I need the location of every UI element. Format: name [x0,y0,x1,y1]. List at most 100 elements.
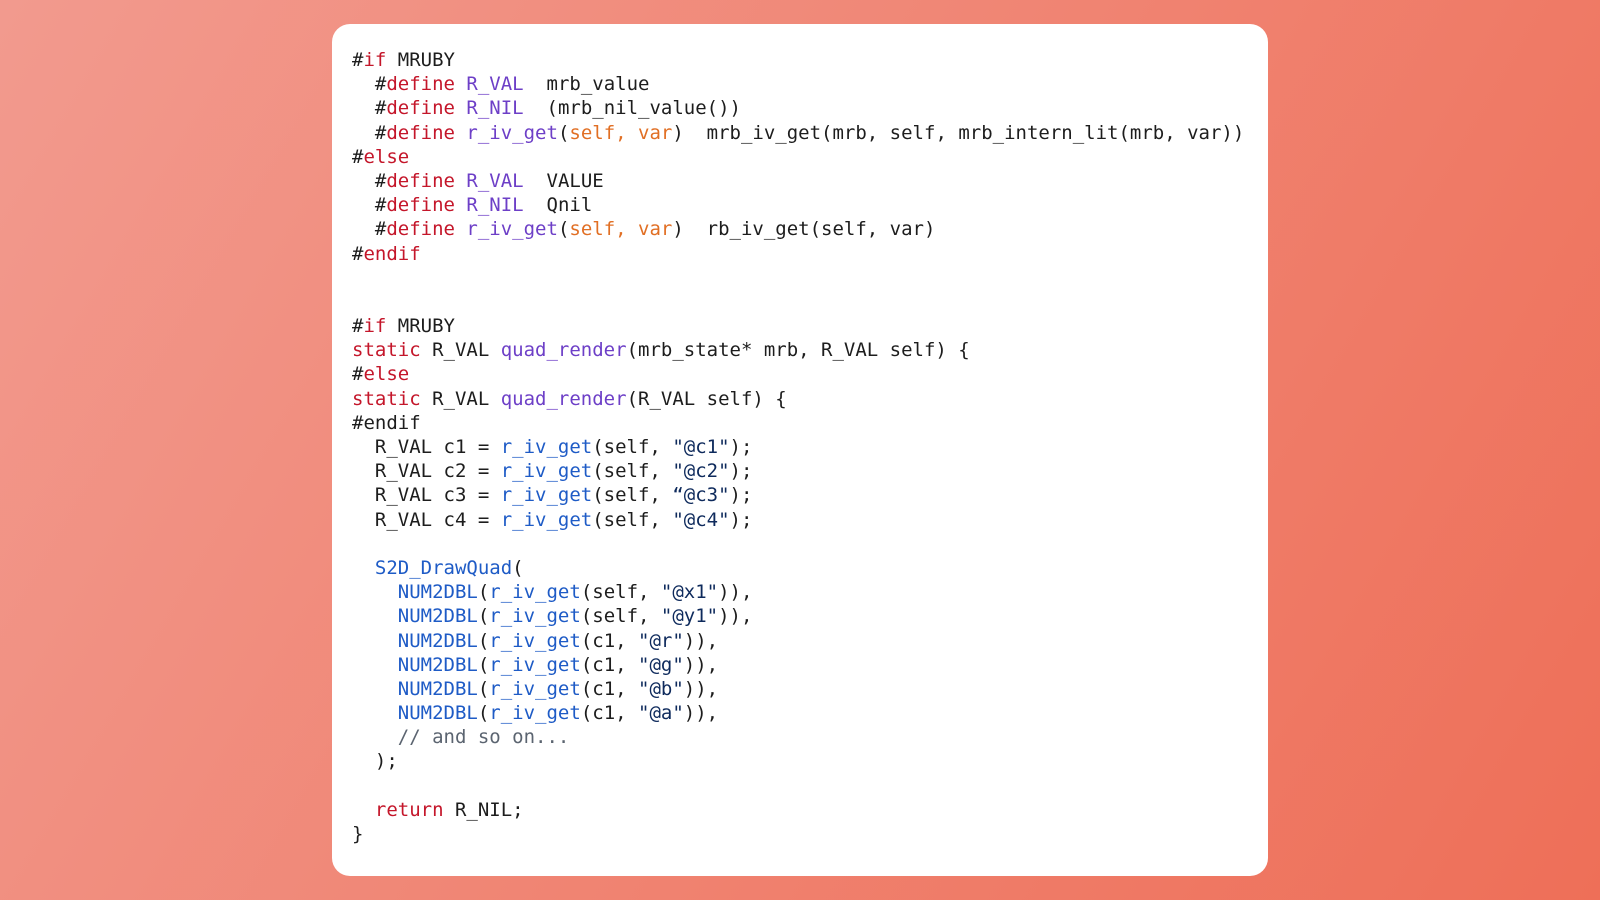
code-token-plain: Qnil [523,194,593,217]
code-token-func: NUM2DBL [397,605,478,628]
code-line: ); [352,749,1268,773]
code-token-keyword: define [386,73,455,96]
code-token-plain: # [352,218,387,241]
code-token-plain: (self, [592,508,673,531]
code-token-plain: )), [683,702,719,725]
code-token-plain: # [352,363,364,386]
code-token-plain [352,605,398,627]
code-token-keyword: if [363,49,387,71]
code-card: #if MRUBY #define R_VAL mrb_value #defin… [332,24,1268,876]
code-token-keyword: define [386,97,455,120]
code-line: // and so on... [352,725,1268,749]
code-token-plain: #endif [352,411,421,434]
code-token-string: "@r" [638,629,684,652]
code-token-macro: r_iv_get [466,121,558,144]
code-token-plain: )), [718,605,753,628]
code-line: S2D_DrawQuad( [352,556,1268,580]
code-token-plain: (mrb_state* mrb, R_VAL self) { [626,339,970,362]
code-token-keyword: endif [363,242,421,265]
code-token-macro: quad_render [500,387,627,410]
code-token-plain: ); [729,508,753,531]
code-token-plain: # [352,315,364,338]
code-line: #define R_NIL Qnil [352,193,1268,217]
code-token-plain: )), [683,653,719,676]
code-token-plain: )), [718,581,753,604]
code-line: NUM2DBL(r_iv_get(self, "@x1")), [352,580,1268,604]
code-line: R_VAL c2 = r_iv_get(self, "@c2"); [352,459,1268,483]
code-token-plain [455,170,466,192]
code-line: NUM2DBL(r_iv_get(self, "@y1")), [352,604,1268,628]
code-token-macro: R_NIL [466,194,524,217]
code-token-plain [352,654,398,676]
code-line: #define R_VAL mrb_value [352,72,1268,96]
code-line: #define R_NIL (mrb_nil_value()) [352,96,1268,120]
code-token-plain [455,218,466,240]
code-line: R_VAL c1 = r_iv_get(self, "@c1"); [352,435,1268,459]
code-token-plain: ( [477,677,490,700]
code-token-keyword: define [386,169,455,192]
code-token-plain: R_VAL c2 = [352,460,501,483]
code-token-plain: # [352,49,364,71]
code-token-func: NUM2DBL [397,653,478,676]
code-line: R_VAL c3 = r_iv_get(self, “@c3"); [352,483,1268,507]
code-token-keyword: define [386,218,455,241]
code-token-string: "@a" [638,702,684,725]
code-token-keyword: return [374,798,444,821]
code-token-func: r_iv_get [489,653,581,676]
code-line: #define r_iv_get(self, var) mrb_iv_get(m… [352,121,1268,145]
code-token-plain: R_VAL c4 = [352,508,501,531]
code-token-keyword: else [363,363,410,386]
code-token-plain [352,799,375,821]
code-token-string: "@x1" [660,581,719,604]
code-token-plain [352,581,398,603]
code-line: NUM2DBL(r_iv_get(c1, "@r")), [352,629,1268,653]
code-line: #if MRUBY [352,314,1268,338]
code-token-plain: (R_VAL self) { [626,387,787,410]
code-token-macro: r_iv_get [466,218,558,241]
code-token-plain: ); [729,436,753,458]
code-token-string: "@c2" [672,460,730,483]
code-line: NUM2DBL(r_iv_get(c1, "@a")), [352,701,1268,725]
code-token-plain: ( [557,121,570,144]
code-token-plain: (self, [580,581,661,604]
code-token-string: "@b" [638,677,684,700]
code-token-plain: VALUE [523,169,604,192]
code-token-comment: // and so on... [352,726,570,749]
code-token-plain: (c1, [580,702,639,725]
code-token-func: NUM2DBL [397,702,478,725]
code-line: return R_NIL; [352,798,1268,822]
code-line: } [352,822,1268,846]
code-token-func: r_iv_get [489,581,581,604]
code-token-macro: R_NIL [466,97,524,120]
code-block: #if MRUBY #define R_VAL mrb_value #defin… [352,48,1268,846]
code-token-plain: ) rb_iv_get(self, var) [672,218,936,241]
code-token-plain: } [352,823,364,845]
code-token-plain [455,122,466,144]
code-token-func: r_iv_get [489,605,581,628]
code-token-plain: ( [477,605,490,628]
code-token-func: r_iv_get [500,484,593,507]
code-token-plain: (self, [592,460,673,483]
code-token-func: r_iv_get [489,702,581,725]
code-token-keyword: static [352,387,421,410]
code-token-string: "@c1" [672,436,730,458]
code-token-plain: ( [477,629,490,652]
code-token-plain [455,97,466,119]
code-line: R_VAL c4 = r_iv_get(self, "@c4"); [352,508,1268,532]
code-line: static R_VAL quad_render(mrb_state* mrb,… [352,338,1268,362]
code-token-plain [352,557,375,579]
code-token-keyword: else [363,145,410,168]
code-token-string: "@y1" [660,605,719,628]
code-token-func: r_iv_get [500,460,593,483]
code-token-param: self, var [569,218,673,241]
code-token-plain: # [352,97,387,120]
code-token-func: NUM2DBL [397,581,478,604]
code-token-plain: ); [729,460,753,483]
code-token-plain: # [352,145,364,168]
code-line: #define r_iv_get(self, var) rb_iv_get(se… [352,217,1268,241]
code-token-plain: ( [477,581,490,604]
code-token-plain: R_NIL; [443,798,524,821]
code-token-plain: (self, [592,484,673,507]
code-token-plain: MRUBY [386,49,455,71]
code-token-keyword: static [352,339,421,362]
